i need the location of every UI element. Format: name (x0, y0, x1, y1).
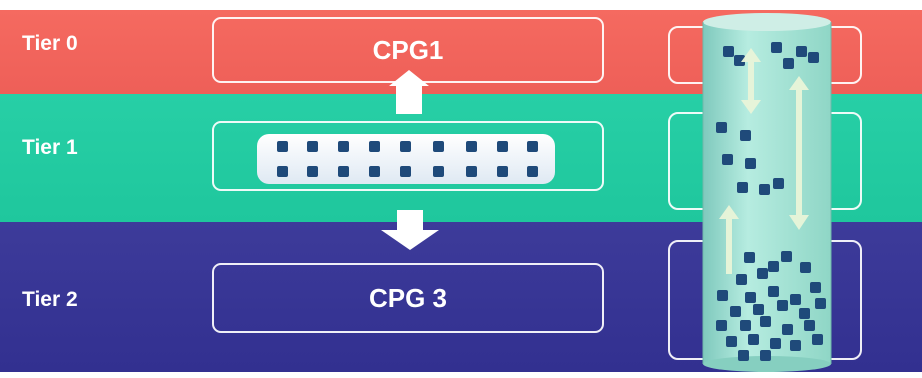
data-block (760, 316, 771, 327)
data-block (777, 300, 788, 311)
data-block (740, 320, 751, 331)
data-block (740, 130, 751, 141)
down-arrow-icon (381, 210, 439, 250)
data-block (812, 334, 823, 345)
storage-cylinder-icon (702, 13, 832, 372)
data-block (808, 52, 819, 63)
data-block (400, 166, 411, 177)
data-block (771, 42, 782, 53)
data-block (277, 141, 288, 152)
data-block (497, 166, 508, 177)
data-block (759, 184, 770, 195)
data-block (307, 141, 318, 152)
data-block (760, 350, 771, 361)
data-block (799, 308, 810, 319)
data-block (277, 166, 288, 177)
data-block (748, 334, 759, 345)
pool-blocks (277, 141, 538, 177)
data-block (737, 182, 748, 193)
data-block (722, 154, 733, 165)
data-block (433, 166, 444, 177)
cpg-2-box (212, 121, 604, 191)
cpg-3-label: CPG 3 (368, 282, 448, 313)
data-block (738, 350, 749, 361)
data-block (757, 268, 768, 279)
cpg-3-box: CPG 3 (212, 263, 604, 333)
data-block (466, 141, 477, 152)
data-block (768, 261, 779, 272)
data-block (781, 251, 792, 262)
data-block (790, 294, 801, 305)
data-block (744, 252, 755, 263)
migration-arrows-icon (719, 48, 809, 274)
data-block (369, 141, 380, 152)
data-block (466, 166, 477, 177)
data-block (717, 290, 728, 301)
data-block (338, 166, 349, 177)
data-block (745, 292, 756, 303)
data-block (753, 304, 764, 315)
data-block (736, 274, 747, 285)
data-block (800, 262, 811, 273)
data-block (773, 178, 784, 189)
data-block (796, 46, 807, 57)
data-block (400, 141, 411, 152)
data-block (815, 298, 826, 309)
data-block (768, 286, 779, 297)
data-block (810, 282, 821, 293)
data-block (783, 58, 794, 69)
data-block (726, 336, 737, 347)
data-block (716, 320, 727, 331)
data-block (770, 338, 781, 349)
data-block (790, 340, 801, 351)
data-block (527, 141, 538, 152)
data-block (782, 324, 793, 335)
data-block (730, 306, 741, 317)
data-block (734, 55, 745, 66)
tier-1-label: Tier 1 (22, 136, 78, 159)
tier-0-label: Tier 0 (22, 32, 78, 55)
tier-2-label: Tier 2 (22, 288, 78, 311)
data-block (723, 46, 734, 57)
data-block (338, 141, 349, 152)
data-block (369, 166, 380, 177)
data-block-pool (257, 134, 555, 184)
data-block (433, 141, 444, 152)
data-block (745, 158, 756, 169)
data-block (527, 166, 538, 177)
data-block (804, 320, 815, 331)
data-block (307, 166, 318, 177)
cylinder-blocks (716, 42, 826, 361)
data-block (716, 122, 727, 133)
data-block (497, 141, 508, 152)
cpg-1-label: CPG1 (372, 34, 444, 65)
up-arrow-icon (389, 70, 429, 114)
